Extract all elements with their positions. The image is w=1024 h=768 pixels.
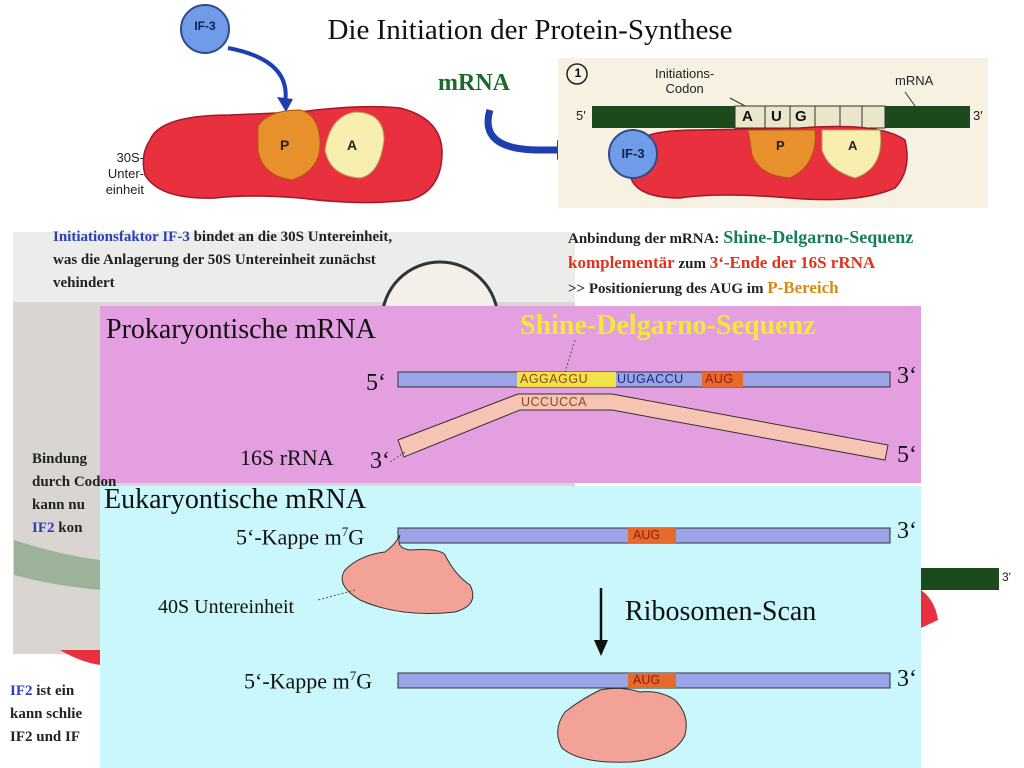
euk-cap-sup-1: 7 <box>341 524 349 539</box>
a-site-right <box>821 129 882 179</box>
bg-fragment-line4: kon <box>54 520 83 536</box>
left-text-line3: vehindert <box>53 275 115 291</box>
step-number: 1 <box>574 66 582 80</box>
background-red-right <box>921 590 938 628</box>
p-label-left: P <box>280 137 290 153</box>
background-strand-right <box>921 568 999 590</box>
prok-seq-aug: AUG <box>705 372 734 386</box>
right-text-line3: >> Positionierung des AUG im <box>568 281 768 297</box>
euk-cap-suffix-1: G <box>348 524 365 550</box>
left-text-highlight: Initiationsfaktor IF-3 <box>53 229 190 245</box>
a-label-right: A <box>848 138 858 153</box>
euk-cap-text-1: 5‘-Kappe m <box>236 524 342 550</box>
curve-arrow-left-head <box>277 97 293 112</box>
initiation-codon-line1: Initiations- <box>655 66 715 81</box>
prok-mrna-five: 5‘ <box>366 370 386 396</box>
prok-16s-rrna <box>397 393 889 461</box>
p-site-left <box>257 109 321 181</box>
sd-label: Shine-Delgarno-Sequenz <box>520 310 816 341</box>
if3-label-right: IF-3 <box>621 146 645 161</box>
prok-seq-mid: UUGACCU <box>617 372 684 386</box>
codon-a: A <box>742 108 753 125</box>
bg-fragment-bottom: IF2 ist ein kann schlie IF2 und IF <box>10 680 100 749</box>
euk-cap-label-2: 5‘-Kappe m7G <box>244 668 372 694</box>
right-text-complementary: komplementär <box>568 253 675 272</box>
bg-fragment-if2: IF2 <box>32 520 55 536</box>
if3-circle-right <box>608 129 658 179</box>
prok-sd-highlight <box>517 372 616 387</box>
mrna-label-right: mRNA <box>895 73 934 88</box>
right-text-mid: zum <box>674 256 710 272</box>
euk-aug-highlight-1 <box>628 528 676 543</box>
step-circle <box>566 63 588 85</box>
scan-arrow-head <box>594 640 608 656</box>
mrna-label: mRNA <box>438 70 510 96</box>
three-prime-right: 3' <box>973 108 983 123</box>
euk-aug-highlight-2 <box>628 673 676 688</box>
euk-aug-1: AUG <box>633 528 661 542</box>
subunit-label-line3: einheit <box>105 182 144 197</box>
prok-rrna-five: 5‘ <box>897 442 917 468</box>
prok-mrna-three: 3‘ <box>897 363 917 389</box>
euk-three-prime-1: 3‘ <box>897 518 917 544</box>
euk-scan-label: Ribosomen-Scan <box>625 596 817 627</box>
bg-fragment-block: Bindung durch Codon kann nu IF2 kon <box>32 448 117 540</box>
prokaryote-title: Prokaryontische mRNA <box>106 314 376 345</box>
euk-subunit-label: 40S Untereinheit <box>158 596 295 618</box>
background-red-left <box>60 650 100 665</box>
euk-cap-sup-2: 7 <box>349 668 357 683</box>
initiation-codon-label: Initiations- Codon <box>655 66 714 96</box>
euk-three-prime-2: 3‘ <box>897 666 917 692</box>
bg-bottom-line1: ist ein <box>32 683 75 699</box>
left-text-block: Initiationsfaktor IF-3 bindet an die 30S… <box>53 226 573 295</box>
a-label-left: A <box>347 137 358 153</box>
five-prime-right: 5' <box>576 108 586 123</box>
a-site-left <box>324 111 385 179</box>
euk-cap-suffix-2: G <box>356 668 373 694</box>
p-site-right <box>747 129 816 179</box>
prok-seq-complement: UCCUCCA <box>521 395 587 409</box>
codon-g: G <box>795 108 807 125</box>
right-text-prefix: Anbindung der mRNA: <box>568 231 724 247</box>
right-text-sd: Shine-Delgarno-Sequenz <box>723 227 914 247</box>
left-text-line1: bindet an die 30S Untereinheit, <box>189 229 393 245</box>
curve-arrow-left <box>227 46 288 104</box>
prok-rrna-three: 3‘ <box>370 448 390 474</box>
p-label-right: P <box>776 138 785 153</box>
euk-aug-2: AUG <box>633 673 661 687</box>
prok-aug-highlight <box>702 372 743 387</box>
background-strand-left <box>14 540 100 590</box>
codon-u: U <box>771 108 782 125</box>
prok-rrna-label: 16S rRNA <box>240 445 334 470</box>
bg-bottom-if2: IF2 <box>10 683 33 699</box>
left-text-line2: was die Anlagerung der 50S Untereinheit … <box>53 252 376 268</box>
prokaryote-panel <box>100 306 921 483</box>
right-text-block: Anbindung der mRNA: Shine-Delgarno-Seque… <box>568 226 1024 301</box>
subunit-label-left: 30S- Unter- einheit <box>84 150 144 198</box>
right-text-psite: P-Bereich <box>767 278 839 297</box>
euk-40s-subunit-1 <box>341 534 474 614</box>
euk-40s-subunit-2 <box>557 687 687 763</box>
euk-cap-label-1: 5‘-Kappe m7G <box>236 524 364 550</box>
subunit-label-line2: Unter- <box>107 166 144 181</box>
bg-bottom-line2: kann schlie <box>10 706 83 722</box>
bg-fragment-line3: kann nu <box>32 497 85 513</box>
middle-arrow <box>484 108 560 154</box>
bg-bottom-line3: IF2 und IF <box>10 729 81 745</box>
bg-fragment-line2: durch Codon <box>32 474 117 490</box>
bg-fragment-line1: Bindung <box>32 451 88 467</box>
bg-three-prime: 3' <box>1002 570 1011 584</box>
euk-cap-text-2: 5‘-Kappe m <box>244 668 350 694</box>
if3-label-left: IF-3 <box>194 19 216 33</box>
page-title: Die Initiation der Protein-Synthese <box>327 14 733 46</box>
if3-circle-left <box>180 4 230 54</box>
right-text-16s: 3‘-Ende der 16S rRNA <box>709 253 876 272</box>
initiation-codon-line2: Codon <box>665 81 704 96</box>
eukaryote-title: Eukaryontische mRNA <box>104 484 367 515</box>
subunit-label-line1: 30S- <box>116 150 144 165</box>
prok-seq-sd: AGGAGGU <box>520 372 589 386</box>
